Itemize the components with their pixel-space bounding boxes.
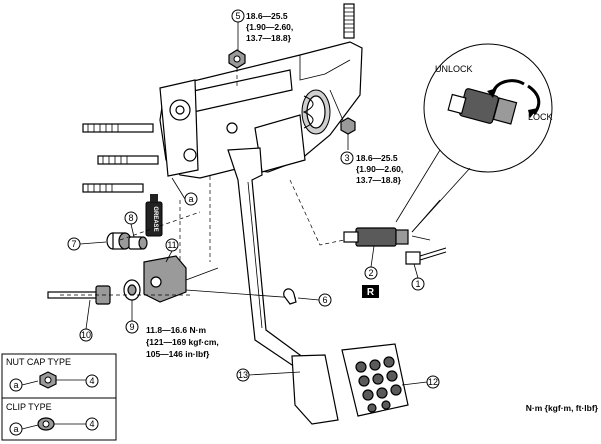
svg-text:9: 9 — [129, 322, 134, 332]
callout-13: 13 — [236, 368, 301, 382]
callout-2: 2 — [364, 245, 378, 280]
units-note: N·m {kgf·m, ft·lbf} — [526, 403, 599, 413]
clip-6 — [283, 288, 297, 305]
callout-8: 8 — [124, 211, 138, 238]
svg-text:a: a — [188, 194, 193, 204]
svg-text:8: 8 — [128, 213, 133, 223]
svg-text:{121—169 kgf·cm,: {121—169 kgf·cm, — [146, 337, 219, 347]
pedal-bracket — [159, 41, 363, 179]
svg-text:13.7—18.8}: 13.7—18.8} — [356, 175, 402, 185]
nut-5 — [228, 49, 246, 88]
callout-7: 7 — [67, 237, 107, 251]
torque-note-9: 11.8—16.6 N·m {121—169 kgf·cm, 105—146 i… — [146, 325, 219, 359]
unlock-label: UNLOCK — [435, 64, 473, 74]
svg-text:4: 4 — [89, 419, 94, 429]
bracket-stud-upper — [82, 123, 154, 133]
svg-text:{1.90—2.60,: {1.90—2.60, — [356, 164, 403, 174]
bracket-stud-middle — [97, 155, 159, 165]
torque-note-3: 18.6—25.5 {1.90—2.60, 13.7—18.8} — [356, 153, 403, 185]
bracket-11 — [143, 255, 297, 303]
bracket-stud-lower — [82, 183, 144, 193]
grease-tube: GREASE — [145, 194, 163, 237]
callout-5: 5 — [231, 9, 245, 50]
clutch-switch-2 — [343, 227, 409, 247]
switch-lock-inset — [395, 43, 553, 233]
callout-11: 11 — [165, 238, 179, 263]
callout-12: 12 — [401, 375, 440, 389]
bushing-7 — [106, 232, 132, 250]
svg-text:{1.90—2.60,: {1.90—2.60, — [246, 22, 293, 32]
svg-text:18.6—25.5: 18.6—25.5 — [246, 11, 288, 21]
assist-spring — [301, 89, 346, 135]
pedal-pad-cover-12 — [341, 343, 409, 417]
nut-3 — [340, 117, 356, 150]
svg-text:a: a — [13, 380, 18, 390]
svg-text:13: 13 — [238, 370, 248, 380]
clutch-pedal-arm — [227, 147, 301, 366]
svg-text:7: 7 — [71, 239, 76, 249]
r-mark: R — [362, 285, 379, 298]
connector-1 — [405, 247, 447, 265]
svg-text:10: 10 — [81, 330, 91, 340]
callout-1: 1 — [411, 263, 425, 291]
callout-a-main: a — [171, 177, 198, 206]
callout-3: 3 — [340, 151, 354, 165]
svg-text:105—146 in·lbf}: 105—146 in·lbf} — [146, 349, 210, 359]
svg-text:13.7—18.8}: 13.7—18.8} — [246, 33, 292, 43]
pivot-bolt-10 — [47, 285, 111, 305]
svg-text:18.6—25.5: 18.6—25.5 — [356, 153, 398, 163]
svg-text:11.8—16.6 N·m: 11.8—16.6 N·m — [146, 325, 206, 335]
svg-text:3: 3 — [344, 153, 349, 163]
callout-9: 9 — [125, 300, 139, 334]
bushing-9 — [123, 279, 141, 301]
top-stud-bolt — [343, 3, 355, 39]
callout-10: 10 — [79, 299, 93, 342]
svg-text:4: 4 — [89, 376, 94, 386]
pedal-pad-13 — [291, 354, 339, 425]
svg-text:11: 11 — [167, 240, 176, 250]
svg-text:2: 2 — [368, 268, 373, 278]
clip-type-title: CLIP TYPE — [6, 402, 52, 412]
svg-text:12: 12 — [428, 377, 438, 387]
svg-text:R: R — [367, 287, 375, 298]
nut-cap-type-box: NUT CAP TYPE a 4 — [1, 353, 117, 399]
torque-note-5: 18.6—25.5 {1.90—2.60, 13.7—18.8} — [246, 11, 293, 43]
callout-6: 6 — [297, 293, 332, 307]
lock-label: LOCK — [528, 112, 553, 122]
svg-text:1: 1 — [415, 279, 420, 289]
grease-label: GREASE — [152, 206, 158, 231]
svg-text:5: 5 — [235, 11, 240, 21]
clip-type-box: CLIP TYPE a 4 — [1, 397, 117, 441]
svg-text:a: a — [13, 424, 18, 434]
svg-text:6: 6 — [322, 295, 327, 305]
bushing-8 — [128, 236, 148, 250]
nut-cap-type-title: NUT CAP TYPE — [6, 357, 71, 367]
